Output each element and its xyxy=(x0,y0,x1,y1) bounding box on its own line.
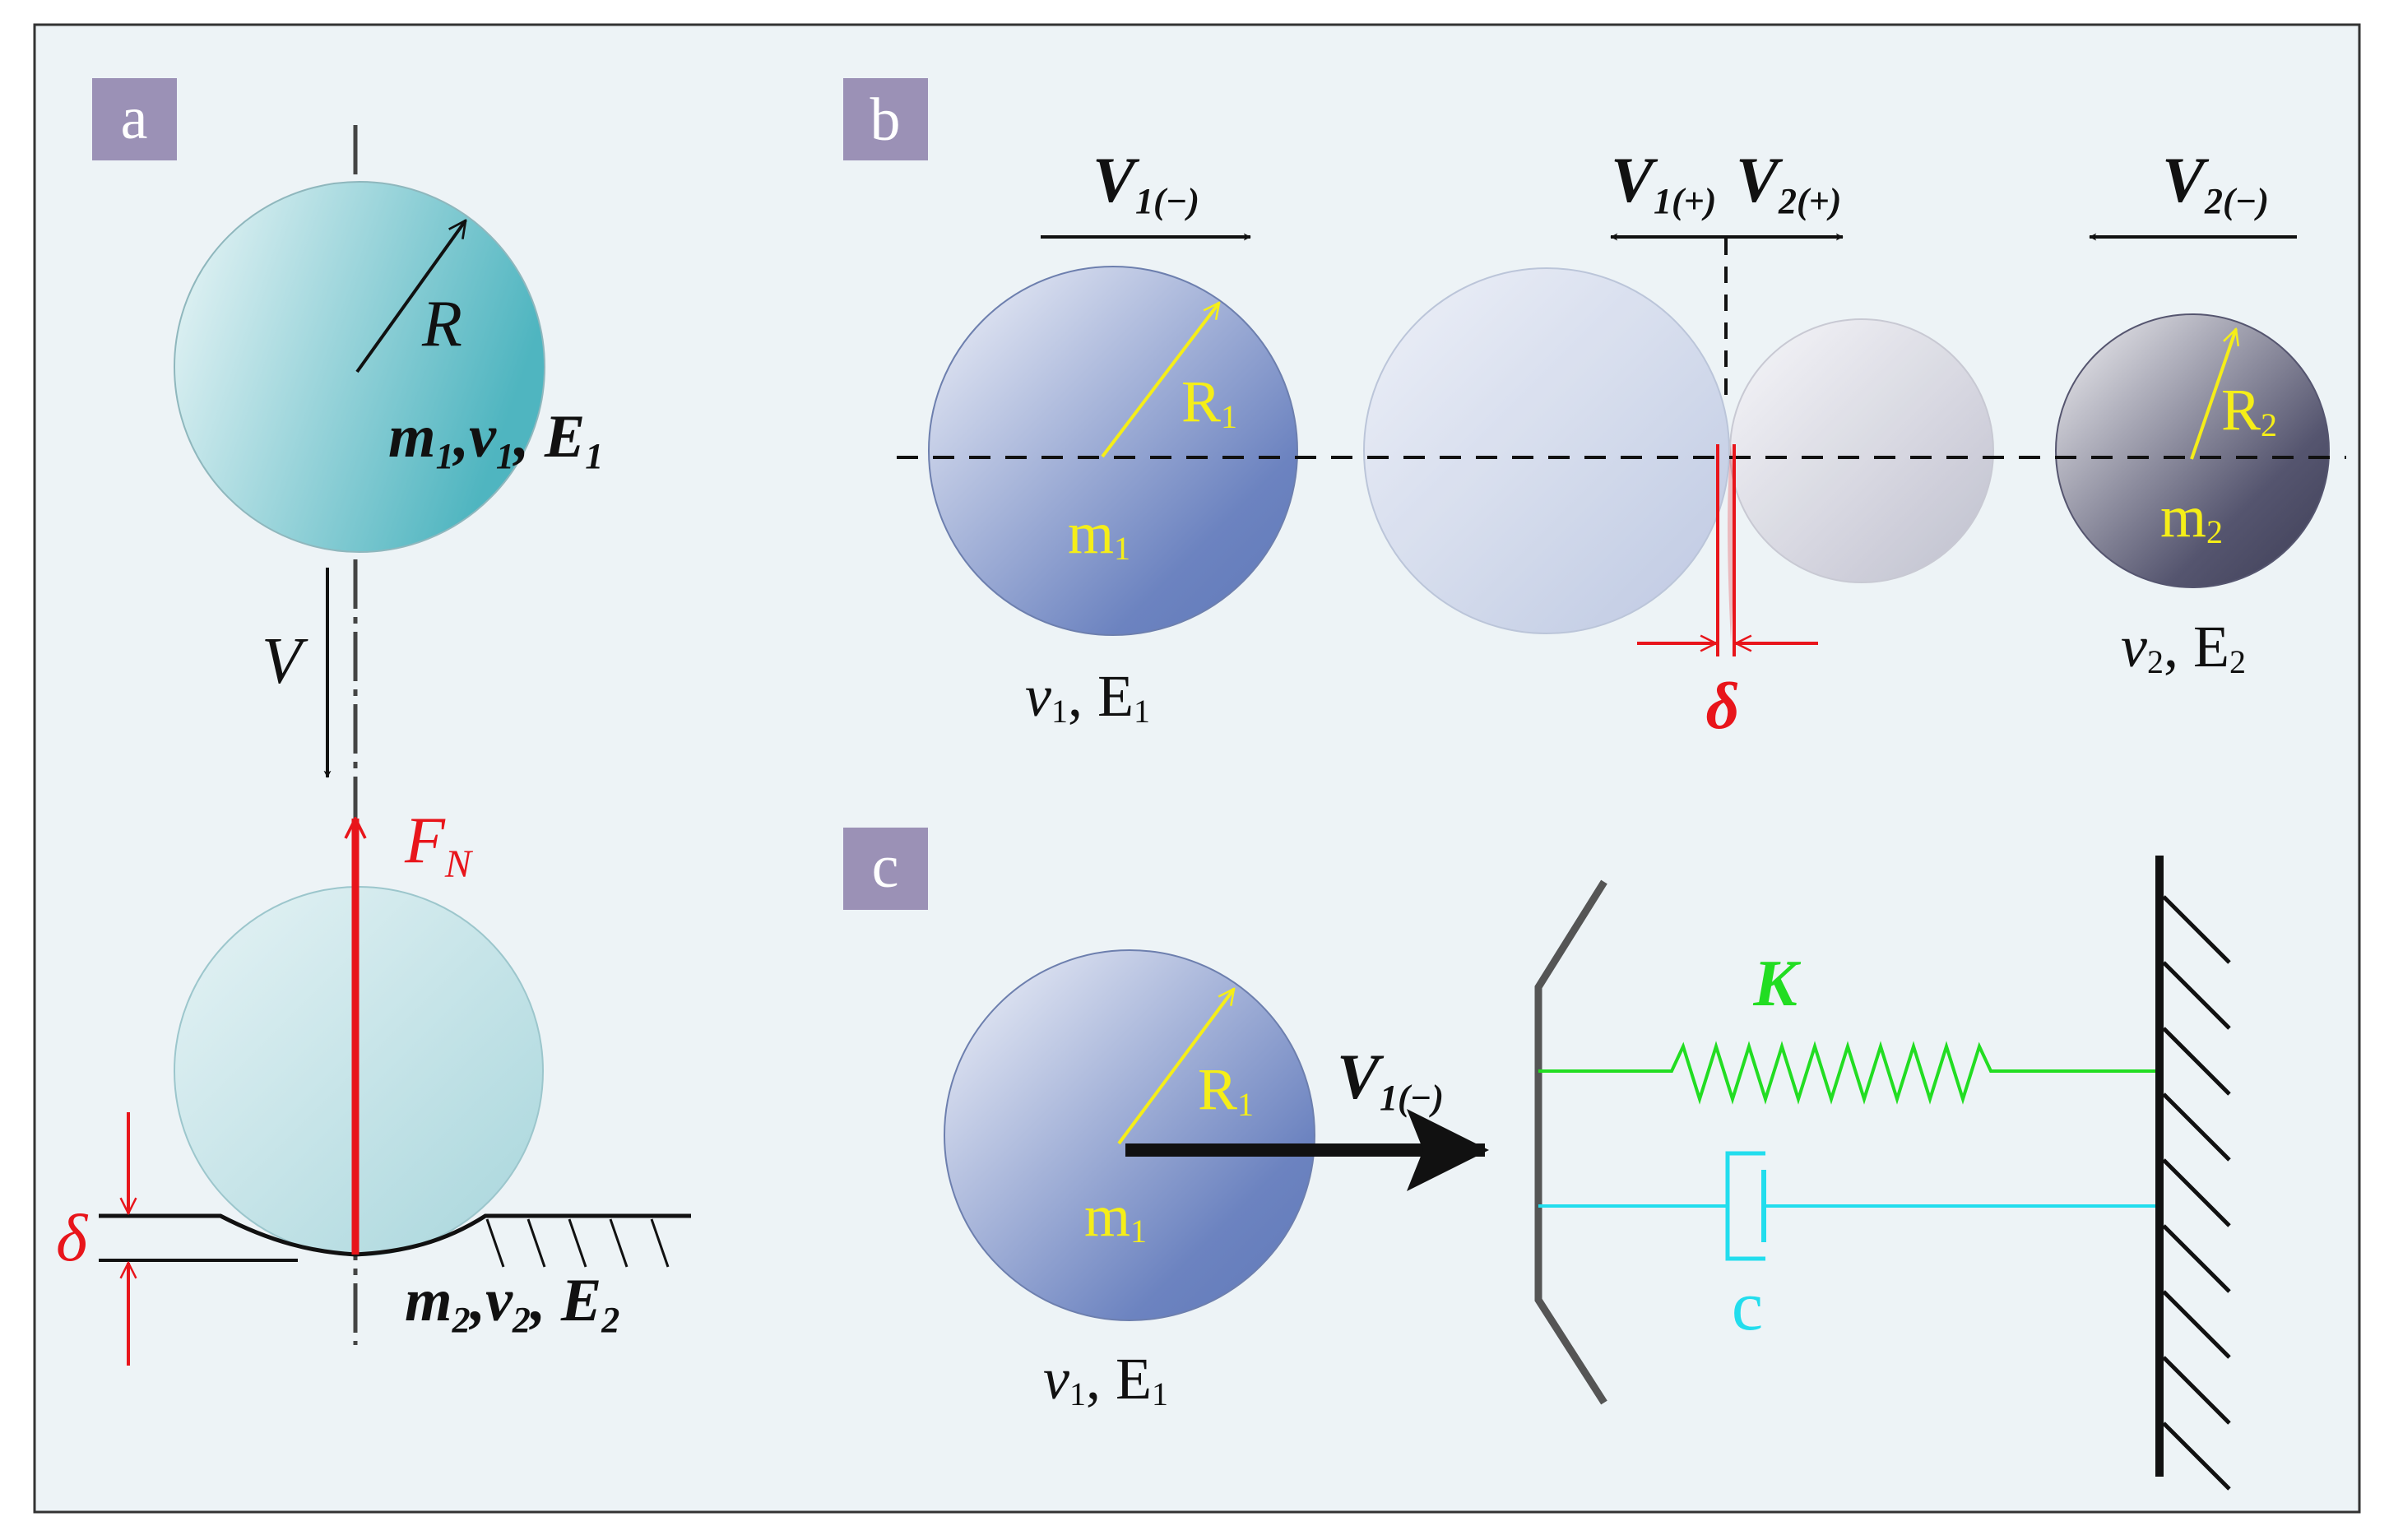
ball2-radius-arrow xyxy=(2190,329,2236,460)
ball2-radius-label: R2 xyxy=(2221,377,2277,443)
spring-label: K xyxy=(1752,948,1801,1020)
ball1-props: v1, E1 xyxy=(1025,663,1150,730)
panel-c-radius-arrow xyxy=(1117,989,1234,1145)
contact-plate xyxy=(1534,879,1607,1405)
v2-minus-label: V2(−) xyxy=(2162,144,2269,221)
surface-hatching xyxy=(485,1218,670,1268)
ball1-radius-arrow xyxy=(1101,303,1219,458)
panel-c-ball xyxy=(944,949,1315,1321)
ball2-before xyxy=(2055,313,2330,588)
lower-sphere-props: m2,v2, E2 xyxy=(405,1267,619,1340)
wall-hatching xyxy=(2162,895,2231,1491)
ball1-contact xyxy=(1363,267,1730,634)
damper-cylinder xyxy=(1725,1151,1765,1261)
v1-plus-label: V1(+) xyxy=(1611,144,1716,221)
v2-plus-label: V2(+) xyxy=(1736,144,1841,221)
upper-sphere-props: m1,v1, E1 xyxy=(388,403,603,476)
panel-a-label-box xyxy=(92,78,177,160)
panel-b: b V1(−) V1(+) V2(+) V2(−) R1 m1 v1, E1 R… xyxy=(843,78,2346,743)
panel-a: a R m1,v1, E1 V FN δ m2,v2, E2 xyxy=(56,78,691,1366)
upper-radius-label: R xyxy=(421,288,462,360)
panel-c-label: c xyxy=(872,833,899,901)
normal-force-label: FN xyxy=(404,805,474,886)
delta-label-a: δ xyxy=(56,1200,89,1275)
panel-b-label: b xyxy=(870,86,901,154)
upper-radius-arrow xyxy=(355,220,466,373)
panel-c-velocity-label: V1(−) xyxy=(1337,1041,1444,1118)
delta-label-b: δ xyxy=(1706,670,1740,743)
panel-b-label-box xyxy=(843,78,928,160)
ball2-mass-label: m2 xyxy=(2160,484,2223,550)
panel-c: c R1 m1 v1, E1 V1(−) K c xyxy=(843,828,2231,1491)
ball1-radius-label: R1 xyxy=(1181,369,1237,435)
ball2-contact xyxy=(1729,318,1994,583)
panel-a-label: a xyxy=(121,85,148,152)
velocity-label: V xyxy=(262,625,308,698)
damper-label: c xyxy=(1732,1266,1763,1345)
v1-minus-label: V1(−) xyxy=(1092,144,1199,221)
ball2-props: v2, E2 xyxy=(2121,614,2246,680)
ball1-mass-label: m1 xyxy=(1068,500,1130,567)
panel-c-radius-label: R1 xyxy=(1198,1056,1254,1123)
panel-c-mass-label: m1 xyxy=(1084,1183,1147,1250)
panel-c-label-box xyxy=(843,828,928,910)
spring xyxy=(1538,1041,2159,1105)
panel-c-ball-props: v1, E1 xyxy=(1043,1346,1168,1412)
ball1-before xyxy=(928,266,1298,636)
